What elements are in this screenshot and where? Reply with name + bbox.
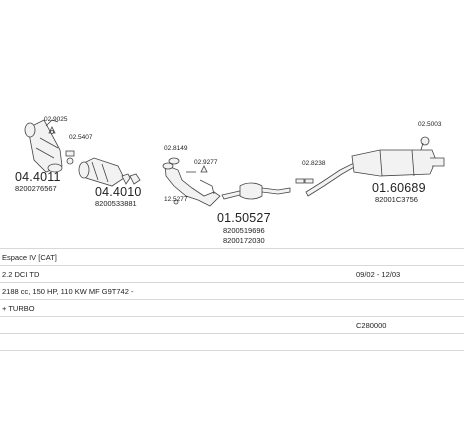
front-pipe <box>162 162 221 207</box>
part-ref-1: 8200276567 <box>15 184 57 193</box>
pipe-clamp <box>295 178 314 184</box>
catalog-code: C280000 <box>356 321 387 330</box>
production-years: 09/02 - 12/03 <box>356 270 401 279</box>
part-ref-5: 02.8238 <box>302 160 326 167</box>
engine-name: 2.2 DCI TD <box>2 270 40 279</box>
part-number-6: 01.60689 <box>372 181 426 195</box>
intermediate-pipe <box>221 182 291 200</box>
vehicle-info-table: Espace IV [CAT] 2.2 DCI TD 09/02 - 12/03… <box>0 248 464 351</box>
part-ref-3-top: 02.8149 <box>164 145 188 152</box>
part-ref-1b: 02.9025 <box>44 116 68 123</box>
info-row-option: + TURBO <box>0 300 464 317</box>
info-row-engine: 2.2 DCI TD 09/02 - 12/03 <box>0 266 464 283</box>
part-ref-2b: 02.5407 <box>69 134 93 141</box>
exhaust-diagram: 04.4011 8200276567 02.9025 04.4010 82005… <box>15 116 445 245</box>
part-ref-6: 82001C3756 <box>375 195 418 204</box>
part-ref-4b: 8200172030 <box>223 236 265 245</box>
vehicle-model: Espace IV [CAT] <box>2 253 57 262</box>
part-number-1: 04.4011 <box>15 170 61 184</box>
gasket-part <box>48 126 56 134</box>
hanger-part <box>420 136 430 151</box>
info-row-specs: 2188 cc, 150 HP, 110 KW MF G9T742 - <box>0 283 464 300</box>
part-ref-4a: 8200519696 <box>223 226 265 235</box>
clamp-part <box>65 150 75 165</box>
catalytic-converter-front <box>24 119 63 173</box>
rear-silencer <box>305 149 445 197</box>
part-number-4: 01.50527 <box>217 211 271 225</box>
part-ref-3-bot: 12.5277 <box>164 196 188 203</box>
gasket-part-3 <box>168 157 208 173</box>
engine-option: + TURBO <box>2 304 35 313</box>
catalytic-converter <box>78 157 141 187</box>
part-ref-6b: 02.5003 <box>418 121 442 128</box>
engine-specs: 2188 cc, 150 HP, 110 KW MF G9T742 - <box>2 287 134 296</box>
part-ref-2: 8200533881 <box>95 199 137 208</box>
info-row-model: Espace IV [CAT] <box>0 248 464 266</box>
info-row-empty <box>0 334 464 351</box>
part-ref-3-mid: 02.9277 <box>194 159 218 166</box>
exhaust-parts-drawing <box>24 119 445 207</box>
info-row-code: C280000 <box>0 317 464 334</box>
part-number-2: 04.4010 <box>95 185 142 199</box>
